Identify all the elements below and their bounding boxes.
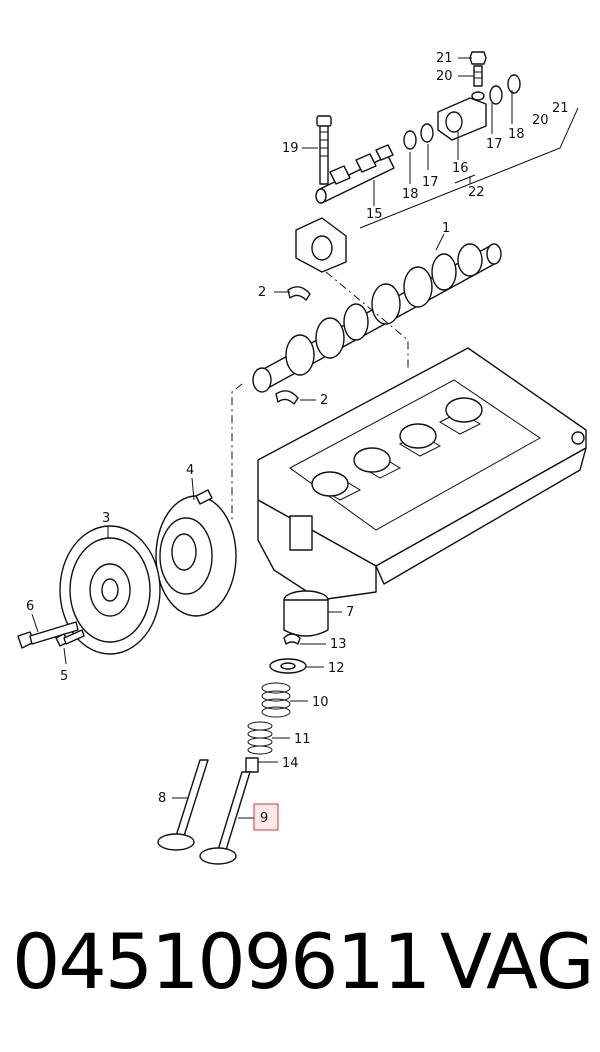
callout-18: 18 bbox=[402, 187, 419, 202]
callout-20: 20 bbox=[532, 113, 549, 128]
camshaft-gear bbox=[59, 525, 161, 655]
cam-lobes bbox=[285, 243, 483, 376]
callout-21: 21 bbox=[552, 101, 569, 116]
callout-5: 5 bbox=[60, 669, 68, 684]
leader-lines bbox=[31, 57, 513, 819]
callout-1: 1 bbox=[442, 221, 450, 236]
callout-14: 14 bbox=[282, 756, 299, 771]
callout-15: 15 bbox=[366, 207, 383, 222]
callout-13: 13 bbox=[330, 637, 347, 652]
callout-21: 21 bbox=[436, 51, 453, 66]
callout-22: 22 bbox=[468, 185, 485, 200]
camshaft-hub bbox=[155, 489, 237, 617]
rocker-shaft-assembly bbox=[315, 51, 579, 229]
callout-2: 2 bbox=[320, 393, 328, 408]
callout-8: 8 bbox=[158, 791, 166, 806]
bolts bbox=[17, 621, 85, 649]
exploded-parts-diagram: 21 20 20 21 19 16 17 18 18 17 15 22 1 2 … bbox=[17, 51, 587, 865]
valve-train bbox=[157, 590, 329, 865]
callout-19: 19 bbox=[282, 141, 299, 156]
callout-9: 9 bbox=[260, 811, 268, 826]
cylinder-head bbox=[257, 347, 587, 601]
callout-17: 17 bbox=[422, 175, 439, 190]
part-number: 045109611 bbox=[12, 917, 431, 1006]
outer-spring bbox=[261, 682, 291, 718]
callout-20: 20 bbox=[436, 69, 453, 84]
callout-12: 12 bbox=[328, 661, 345, 676]
callout-7: 7 bbox=[346, 605, 354, 620]
callout-16: 16 bbox=[452, 161, 469, 176]
camshaft-assembly bbox=[189, 217, 502, 541]
callout-labels: 21 20 20 21 19 16 17 18 18 17 15 22 1 2 … bbox=[26, 51, 569, 831]
brand-label: VAG bbox=[440, 917, 595, 1006]
callout-4: 4 bbox=[186, 463, 194, 478]
footer: 045109611 VAG bbox=[0, 920, 600, 1030]
callout-10: 10 bbox=[312, 695, 329, 710]
inner-spring bbox=[247, 721, 273, 755]
callout-2: 2 bbox=[258, 285, 266, 300]
callout-6: 6 bbox=[26, 599, 34, 614]
callout-11: 11 bbox=[294, 732, 311, 747]
callout-17: 17 bbox=[486, 137, 503, 152]
highlight-box bbox=[253, 803, 279, 831]
callout-18: 18 bbox=[508, 127, 525, 142]
callout-3: 3 bbox=[102, 511, 110, 526]
